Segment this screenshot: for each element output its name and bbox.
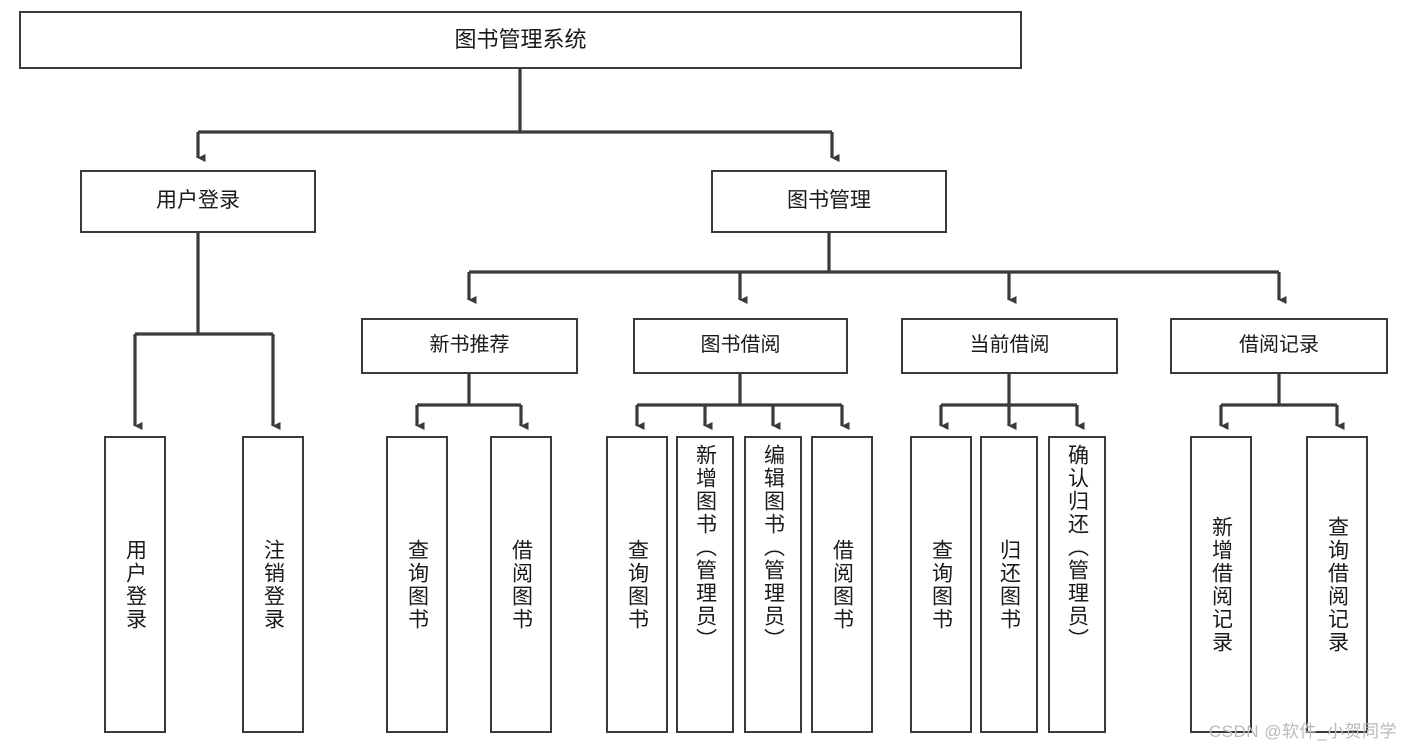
node-book-borrow[interactable]: 图书借阅	[633, 318, 848, 374]
node-leaf-borrow-book-2[interactable]: 借阅图书	[811, 436, 873, 733]
node-new-book-rec[interactable]: 新书推荐	[361, 318, 578, 374]
node-leaf-user-logout[interactable]: 注销登录	[242, 436, 304, 733]
node-leaf-user-login[interactable]: 用户登录	[104, 436, 166, 733]
node-leaf-query-book-1-label: 查询图书	[405, 538, 429, 631]
node-new-book-rec-label: 新书推荐	[429, 334, 510, 357]
node-root-label: 图书管理系统	[454, 27, 587, 53]
node-leaf-borrow-book-1-label: 借阅图书	[509, 538, 533, 631]
node-leaf-query-book-2-label: 查询图书	[625, 538, 649, 631]
node-book-manage[interactable]: 图书管理	[711, 170, 947, 233]
node-leaf-confirm-return[interactable]: 确认归还（管理员）	[1048, 436, 1106, 733]
node-user-login-label: 用户登录	[156, 189, 240, 213]
node-leaf-add-book[interactable]: 新增图书（管理员）	[676, 436, 734, 733]
node-root[interactable]: 图书管理系统	[19, 11, 1022, 69]
node-leaf-borrow-book-2-label: 借阅图书	[830, 538, 854, 631]
node-leaf-return-book-label: 归还图书	[997, 538, 1021, 631]
node-leaf-query-book-3-label: 查询图书	[929, 538, 953, 631]
node-leaf-query-book-1[interactable]: 查询图书	[386, 436, 448, 733]
node-leaf-query-record-label: 查询借阅记录	[1325, 515, 1349, 654]
node-current-borrow-label: 当前借阅	[969, 334, 1050, 357]
node-leaf-query-book-2[interactable]: 查询图书	[606, 436, 668, 733]
node-leaf-return-book[interactable]: 归还图书	[980, 436, 1038, 733]
node-leaf-query-book-3[interactable]: 查询图书	[910, 436, 972, 733]
node-user-login[interactable]: 用户登录	[80, 170, 316, 233]
node-book-borrow-label: 图书借阅	[700, 334, 781, 357]
node-book-manage-label: 图书管理	[787, 189, 871, 213]
node-leaf-query-record[interactable]: 查询借阅记录	[1306, 436, 1368, 733]
node-borrow-record-label: 借阅记录	[1239, 334, 1319, 357]
node-leaf-edit-book[interactable]: 编辑图书（管理员）	[744, 436, 802, 733]
node-leaf-edit-book-label: 编辑图书（管理员）	[761, 444, 785, 651]
node-borrow-record[interactable]: 借阅记录	[1170, 318, 1388, 374]
node-leaf-confirm-return-label: 确认归还（管理员）	[1065, 444, 1089, 651]
node-leaf-add-record-label: 新增借阅记录	[1209, 515, 1233, 654]
csdn-watermark: CSDN @软件_小贺同学	[1208, 722, 1397, 741]
node-leaf-user-login-label: 用户登录	[123, 538, 147, 631]
node-leaf-add-book-label: 新增图书（管理员）	[693, 444, 717, 651]
node-current-borrow[interactable]: 当前借阅	[901, 318, 1118, 374]
node-leaf-borrow-book-1[interactable]: 借阅图书	[490, 436, 552, 733]
node-leaf-add-record[interactable]: 新增借阅记录	[1190, 436, 1252, 733]
node-leaf-user-logout-label: 注销登录	[261, 538, 285, 631]
